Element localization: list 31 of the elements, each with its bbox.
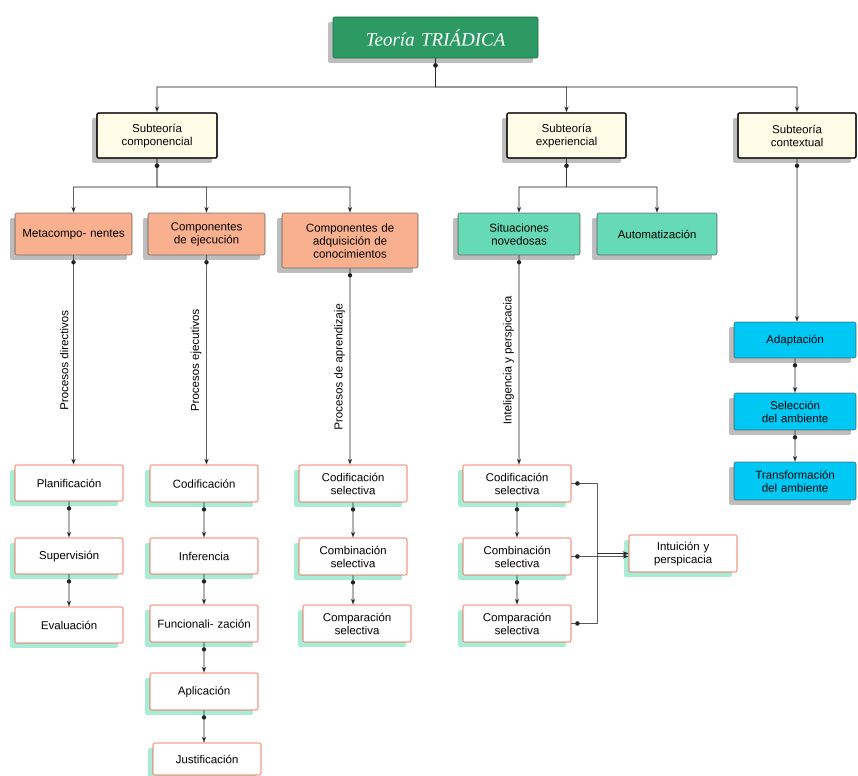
situation-box: Situaciones novedosas [453,212,580,260]
process-box: Combinación selectiva [294,538,408,580]
edge-label: Procesos ejecutivos [190,309,202,410]
process-box: Codificación selectiva [294,464,408,507]
edge-label: Procesos directivos [60,310,68,409]
subtheory-box: Subteoría experiencial [502,112,627,163]
process-box: Funcionali- zación [145,604,258,647]
process-box: Aplicación [145,672,258,715]
component-box: Metacompo- nentes [10,212,132,260]
process-box: Codificación [145,464,258,507]
process-box: Planificación [10,464,124,506]
edge-label: Inteligencia y perspicacia [503,296,514,424]
component-box: Componentes de adquisición de conocimientos [277,212,418,273]
subtheory-box: Subteoría contextual [733,112,857,163]
process-box: Intuición y perspicacia [624,534,738,577]
process-box: Evaluación [10,606,124,648]
process-box: Inferencia [145,538,258,579]
process-box: Justificación [148,742,262,776]
context-box: Adaptación [729,322,856,363]
situation-box: Automatización [592,212,718,260]
context-box: Selección del ambiente [729,392,856,435]
title-box: Teoría TRIÁDICA [328,16,538,63]
subtheory-box: Subteoría componencial [92,112,218,163]
process-box: Supervisión [10,538,124,579]
edge-label: Procesos de aprendizaje [334,304,345,429]
context-box: Transformación del ambiente [729,462,856,505]
process-box: Codificación selectiva [458,464,572,507]
process-box: Comparación selectiva [458,604,572,647]
process-box: Comparación selectiva [298,604,412,647]
component-box: Componentes de ejecución [143,212,266,260]
process-box: Combinación selectiva [458,538,572,580]
